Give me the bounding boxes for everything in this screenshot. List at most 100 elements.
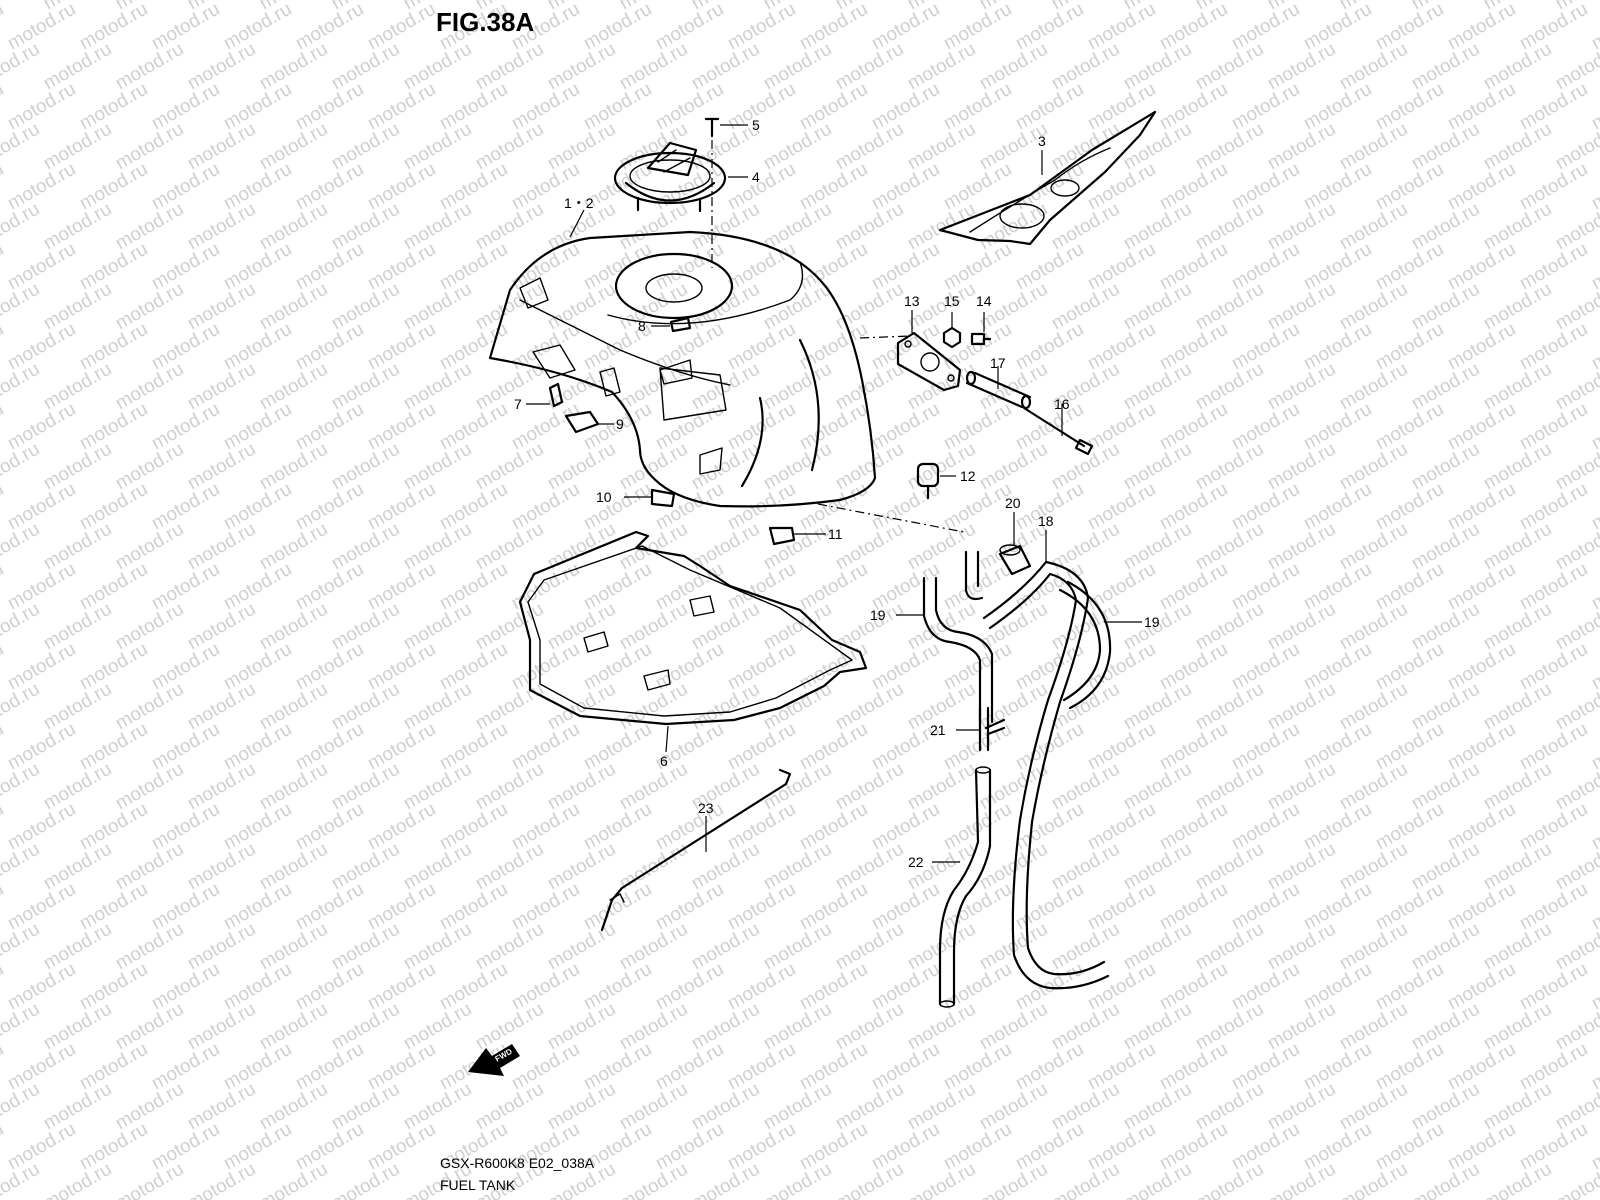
watermark-text: motod.ru [472,39,547,95]
watermark-text: motod.ru [508,79,583,135]
watermark-text: motod.ru [1408,599,1483,655]
watermark-text: motod.ru [1300,479,1375,535]
watermark-text: motod.ru [1588,799,1600,855]
watermark-text: motod.ru [652,239,727,295]
watermark-text: motod.ru [400,439,475,495]
watermark-text: motod.ru [976,359,1051,415]
watermark-text: motod.ru [1120,679,1195,735]
section-name: FUEL TANK [440,1177,516,1193]
watermark-text: motod.ru [1444,719,1519,775]
watermark-text: motod.ru [508,639,583,695]
watermark-text: motod.ru [1444,479,1519,535]
watermark-text: motod.ru [148,1039,223,1095]
watermark-text: motod.ru [0,119,43,175]
part-21-t-joint [956,706,1006,752]
watermark-text: motod.ru [1372,719,1447,775]
watermark-text: motod.ru [328,39,403,95]
callout-10: 10 [596,489,612,505]
watermark-text: motod.ru [400,759,475,815]
watermark-text: motod.ru [220,159,295,215]
watermark-text: motod.ru [1336,839,1411,895]
watermark-text: motod.ru [292,1039,367,1095]
watermark-text: motod.ru [1192,999,1267,1055]
watermark-text: motod.ru [0,719,7,775]
watermark-text: motod.ru [292,0,367,54]
watermark-text: motod.ru [1336,39,1411,95]
watermark-text: motod.ru [256,679,331,735]
watermark-text: motod.ru [148,879,223,935]
watermark-text: motod.ru [652,1119,727,1175]
watermark-text: motod.ru [40,599,115,655]
watermark-text: motod.ru [1444,319,1519,375]
watermark-text: motod.ru [904,119,979,175]
watermark-text: motod.ru [832,1159,907,1200]
watermark-text: motod.ru [292,559,367,615]
watermark-text: motod.ru [1516,479,1591,535]
watermark-text: motod.ru [0,1119,7,1175]
watermark-text: motod.ru [220,319,295,375]
watermark-text: motod.ru [1300,79,1375,135]
watermark-text: motod.ru [652,1039,727,1095]
watermark-text: motod.ru [0,0,43,14]
watermark-text: motod.ru [1372,879,1447,935]
watermark-text: motod.ru [292,319,367,375]
watermark-text: motod.ru [1516,959,1591,1015]
watermark-text: motod.ru [688,919,763,975]
watermark-text: motod.ru [940,879,1015,935]
watermark-text: motod.ru [688,599,763,655]
watermark-text: motod.ru [1084,0,1159,54]
watermark-text: motod.ru [904,199,979,255]
watermark-text: motod.ru [1228,879,1303,935]
watermark-text: motod.ru [1084,319,1159,375]
watermark-text: motod.ru [1300,1039,1375,1095]
watermark-text: motod.ru [472,919,547,975]
watermark-text: motod.ru [0,279,43,335]
watermark-text: motod.ru [1408,199,1483,255]
callout-5: 5 [752,117,760,133]
watermark-text: motod.ru [76,319,151,375]
watermark-text: motod.ru [1408,279,1483,335]
watermark-text: motod.ru [1264,599,1339,655]
watermark-text: motod.ru [0,959,7,1015]
callout-13: 13 [904,293,920,309]
watermark-text: motod.ru [112,999,187,1055]
watermark-text: motod.ru [616,599,691,655]
watermark-text: motod.ru [1588,399,1600,455]
watermark-text: motod.ru [40,199,115,255]
watermark-text: motod.ru [544,759,619,815]
part-18-hose [982,530,1110,990]
watermark-text: motod.ru [328,759,403,815]
watermark-text: motod.ru [1156,79,1231,135]
watermark-text: motod.ru [1372,799,1447,855]
watermark-text: motod.ru [1408,359,1483,415]
watermark-text: motod.ru [904,439,979,495]
watermark-text: motod.ru [616,519,691,575]
watermark-text: motod.ru [616,359,691,415]
watermark-text: motod.ru [1012,0,1087,54]
watermark-text: motod.ru [508,719,583,775]
watermark-text: motod.ru [1300,319,1375,375]
watermark-text: motod.ru [580,479,655,535]
watermark-text: motod.ru [1588,1039,1600,1095]
watermark-text: motod.ru [256,919,331,975]
watermark-text: motod.ru [940,639,1015,695]
watermark-text: motod.ru [364,239,439,295]
watermark-text: motod.ru [1480,359,1555,415]
watermark-text: motod.ru [1336,439,1411,495]
watermark-text: motod.ru [724,639,799,695]
watermark-text: motod.ru [364,799,439,855]
watermark-text: motod.ru [760,359,835,415]
watermark-text: motod.ru [580,959,655,1015]
watermark-text: motod.ru [724,1039,799,1095]
part-4-fuel-cap [613,141,748,213]
watermark-text: motod.ru [1048,919,1123,975]
callout-19-left: 19 [870,607,886,623]
watermark-text: motod.ru [940,239,1015,295]
watermark-text: motod.ru [1336,119,1411,175]
watermark-text: motod.ru [1372,1039,1447,1095]
watermark-text: motod.ru [868,239,943,295]
watermark-text: motod.ru [76,879,151,935]
watermark-text: motod.ru [1156,959,1231,1015]
watermark-text: motod.ru [4,719,79,775]
